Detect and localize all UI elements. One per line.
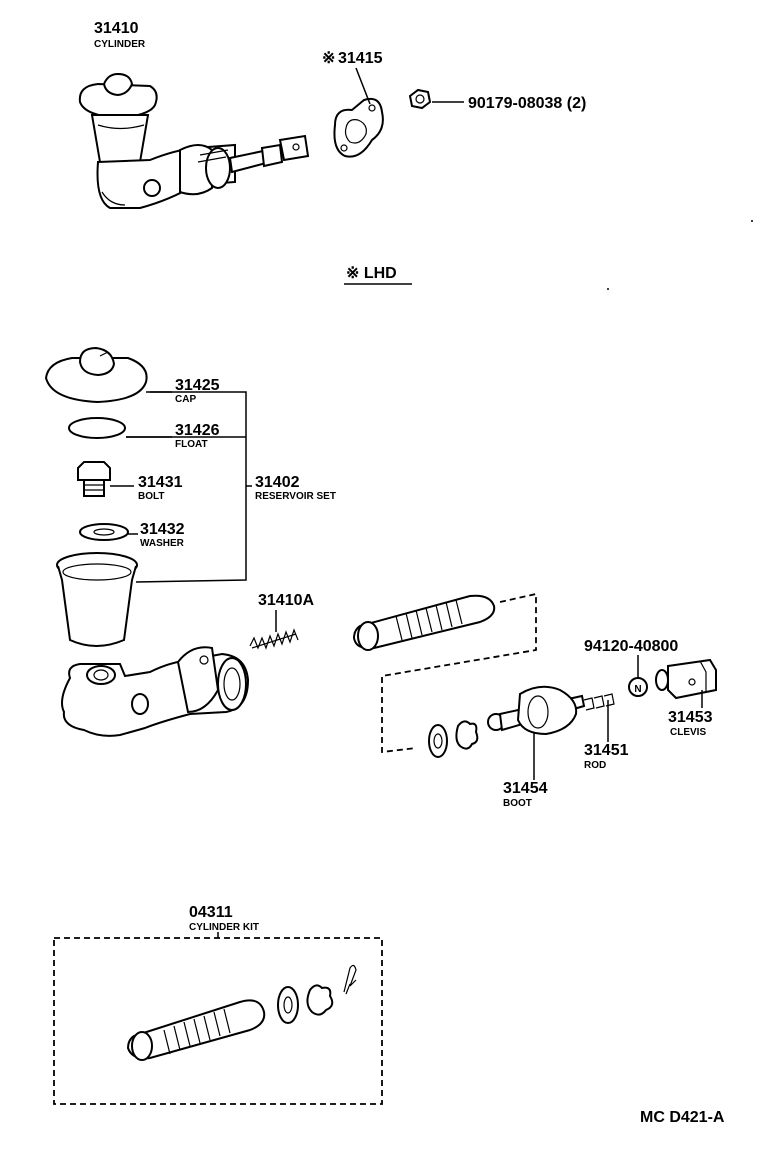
part-name-cylinder: CYLINDER — [94, 39, 146, 50]
spring-31410A-drawing — [249, 628, 299, 650]
nut-symbol: N — [634, 684, 641, 695]
lhd-note: ※ LHD — [346, 265, 397, 282]
part-name-bolt: BOLT — [138, 491, 164, 502]
cylinder-kit-contents-drawing — [126, 964, 357, 1061]
part-number-31410A: 31410A — [258, 592, 314, 609]
part-name-cylinder-kit: CYLINDER KIT — [189, 922, 259, 933]
part-number-31402: 31402 — [255, 474, 300, 491]
part-name-rod: ROD — [584, 760, 606, 771]
part-number-31431: 31431 — [138, 474, 183, 491]
part-number-31415: 31415 — [338, 50, 383, 67]
seal-rings-drawing — [428, 720, 479, 758]
part-name-float: FLOAT — [175, 439, 208, 450]
part-number-31451: 31451 — [584, 742, 629, 759]
part-mark-31415: ※ — [322, 50, 335, 67]
part-name-boot: BOOT — [503, 798, 532, 809]
clevis-31453-drawing — [655, 658, 717, 700]
part-number-31454: 31454 — [503, 780, 548, 797]
part-number-04311: 04311 — [189, 904, 233, 921]
part-name-reservoir-set: RESERVOIR SET — [255, 491, 336, 502]
float-31426-drawing — [68, 417, 126, 439]
part-name-cap: CAP — [175, 394, 196, 405]
gasket-31415-drawing — [333, 97, 384, 158]
kit-dashed-outline — [381, 592, 537, 754]
part-number-31425: 31425 — [175, 377, 220, 394]
nut-94120-drawing: N — [628, 677, 648, 697]
piston-drawing — [352, 594, 496, 651]
part-number-31426: 31426 — [175, 422, 220, 439]
drawing-code: MC D421-A — [640, 1109, 725, 1126]
leader-line-31415 — [355, 67, 371, 105]
cap-31425-drawing — [44, 346, 148, 404]
part-number-31432: 31432 — [140, 521, 185, 538]
cylinder-kit-outline — [53, 937, 383, 1105]
part-number-90179-08038: 90179-08038 (2) — [468, 95, 586, 112]
nut-90179-drawing — [408, 88, 432, 110]
master-cylinder-body-drawing — [61, 646, 250, 737]
reservoir-drawing — [56, 552, 138, 647]
part-name-washer: WASHER — [140, 538, 185, 549]
part-number-31410: 31410 — [94, 20, 139, 37]
part-number-94120-40800: 94120-40800 — [584, 638, 678, 655]
bolt-31431-drawing — [77, 461, 111, 497]
washer-31432-drawing — [79, 523, 129, 541]
part-name-clevis: CLEVIS — [670, 727, 706, 738]
cylinder-assembly-drawing — [78, 72, 310, 209]
push-rod-boot-drawing — [487, 685, 615, 736]
part-number-31453: 31453 — [668, 709, 713, 726]
